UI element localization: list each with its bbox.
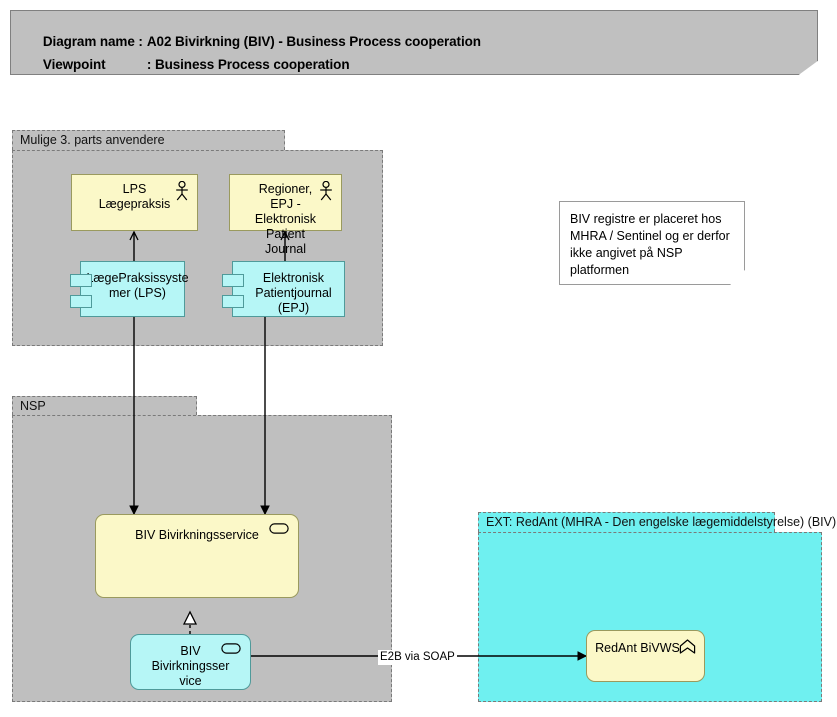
diagram-name-line: Diagram name :A02 Bivirkning (BIV) - Bus… bbox=[21, 19, 481, 64]
node-label-biv-bivirkningsservice-business: BIV Bivirkningsservice bbox=[135, 528, 259, 542]
component-icon-tab-top bbox=[222, 274, 244, 287]
node-label-lps-laegepraksis: LPS Lægepraksis bbox=[98, 182, 171, 211]
node-label-biv-bivirkningsservice-application: BIV Bivirkningsser vice bbox=[151, 644, 230, 688]
node-regioner-epj-elektronisk-patient-journal[interactable]: Regioner, EPJ - Elektronisk Patient Jour… bbox=[229, 174, 342, 256]
component-icon-tab-top bbox=[70, 274, 92, 287]
node-redant-bivws[interactable]: RedAnt BiVWS bbox=[586, 630, 705, 682]
group-header-ext-redant[interactable]: EXT: RedAnt (MHRA - Den engelske lægemid… bbox=[478, 512, 836, 532]
node-biv-bivirkningsservice-business[interactable]: BIV Bivirkningsservice bbox=[95, 514, 299, 598]
group-header-nsp[interactable]: NSP bbox=[12, 396, 197, 415]
viewpoint-key: Viewpoint bbox=[42, 57, 106, 72]
viewpoint-line: Viewpoint : Business Process cooperation bbox=[21, 42, 350, 75]
diagram-name-key: Diagram name : bbox=[42, 34, 143, 49]
component-icon-tab-bottom bbox=[70, 295, 92, 308]
node-biv-bivirkningsservice-application[interactable]: BIV Bivirkningsser vice bbox=[130, 634, 251, 690]
connector-label-e2b-via-soap: E2B via SOAP bbox=[378, 650, 457, 665]
group-header-mulige-3-parts-anvendere[interactable]: Mulige 3. parts anvendere bbox=[12, 130, 285, 150]
group-body-ext-redant bbox=[478, 532, 822, 702]
node-label-regioner-epj: Regioner, EPJ - Elektronisk Patient Jour… bbox=[254, 182, 317, 256]
node-label-elektronisk-patientjournal: Elektronisk Patientjournal (EPJ) bbox=[255, 271, 332, 315]
note-biv-registre: BIV registre er placeret hos MHRA / Sent… bbox=[559, 201, 745, 285]
node-lps-laegepraksis[interactable]: LPS Lægepraksis bbox=[71, 174, 198, 231]
node-label-redant-bivws: RedAnt BiVWS bbox=[595, 641, 680, 655]
viewpoint-value: : Business Process cooperation bbox=[146, 57, 350, 72]
component-icon bbox=[70, 274, 92, 308]
node-label-laegepraksissystemer: LægePraksissyste mer (LPS) bbox=[86, 271, 189, 300]
component-icon-tab-bottom bbox=[222, 295, 244, 308]
component-icon bbox=[222, 274, 244, 308]
node-elektronisk-patientjournal-epj[interactable]: Elektronisk Patientjournal (EPJ) bbox=[222, 261, 345, 317]
diagram-title-block: Diagram name :A02 Bivirkning (BIV) - Bus… bbox=[10, 10, 818, 75]
node-laegepraksissystemer-lps[interactable]: LægePraksissyste mer (LPS) bbox=[70, 261, 189, 317]
diagram-name-value: A02 Bivirkning (BIV) - Business Process … bbox=[146, 34, 481, 49]
